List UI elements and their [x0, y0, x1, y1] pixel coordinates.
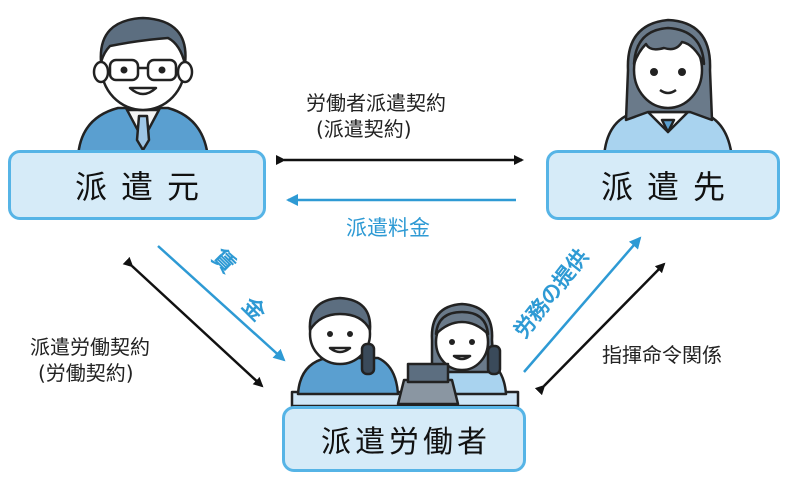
dispatcher-label: 派遣元 — [74, 168, 213, 206]
worker-dispatch-contract-label: 労働者派遣契約 — [306, 91, 446, 115]
command-relation-label: 指揮命令関係 — [602, 343, 722, 367]
command-arrow — [534, 262, 666, 396]
worker-label: 派遣労働者 — [321, 425, 491, 460]
worker-people-icon — [290, 296, 520, 408]
client-label: 派遣先 — [600, 168, 739, 206]
dispatch-fee-label: 派遣料金 — [346, 216, 430, 240]
worker-box: 派遣労働者 — [282, 406, 526, 472]
labor-contract-arrow — [122, 256, 264, 388]
wage-arrow — [157, 245, 286, 362]
client-person-icon — [602, 18, 734, 160]
dispatcher-person-icon — [76, 16, 210, 160]
client-box: 派遣先 — [546, 150, 780, 220]
labor-contract-paren-label: (労働契約) — [38, 361, 134, 385]
dispatcher-box: 派遣元 — [8, 150, 266, 220]
dispatch-labor-contract-label: 派遣労働契約 — [30, 335, 150, 359]
dispatch-contract-paren-label: (派遣契約) — [316, 117, 412, 141]
